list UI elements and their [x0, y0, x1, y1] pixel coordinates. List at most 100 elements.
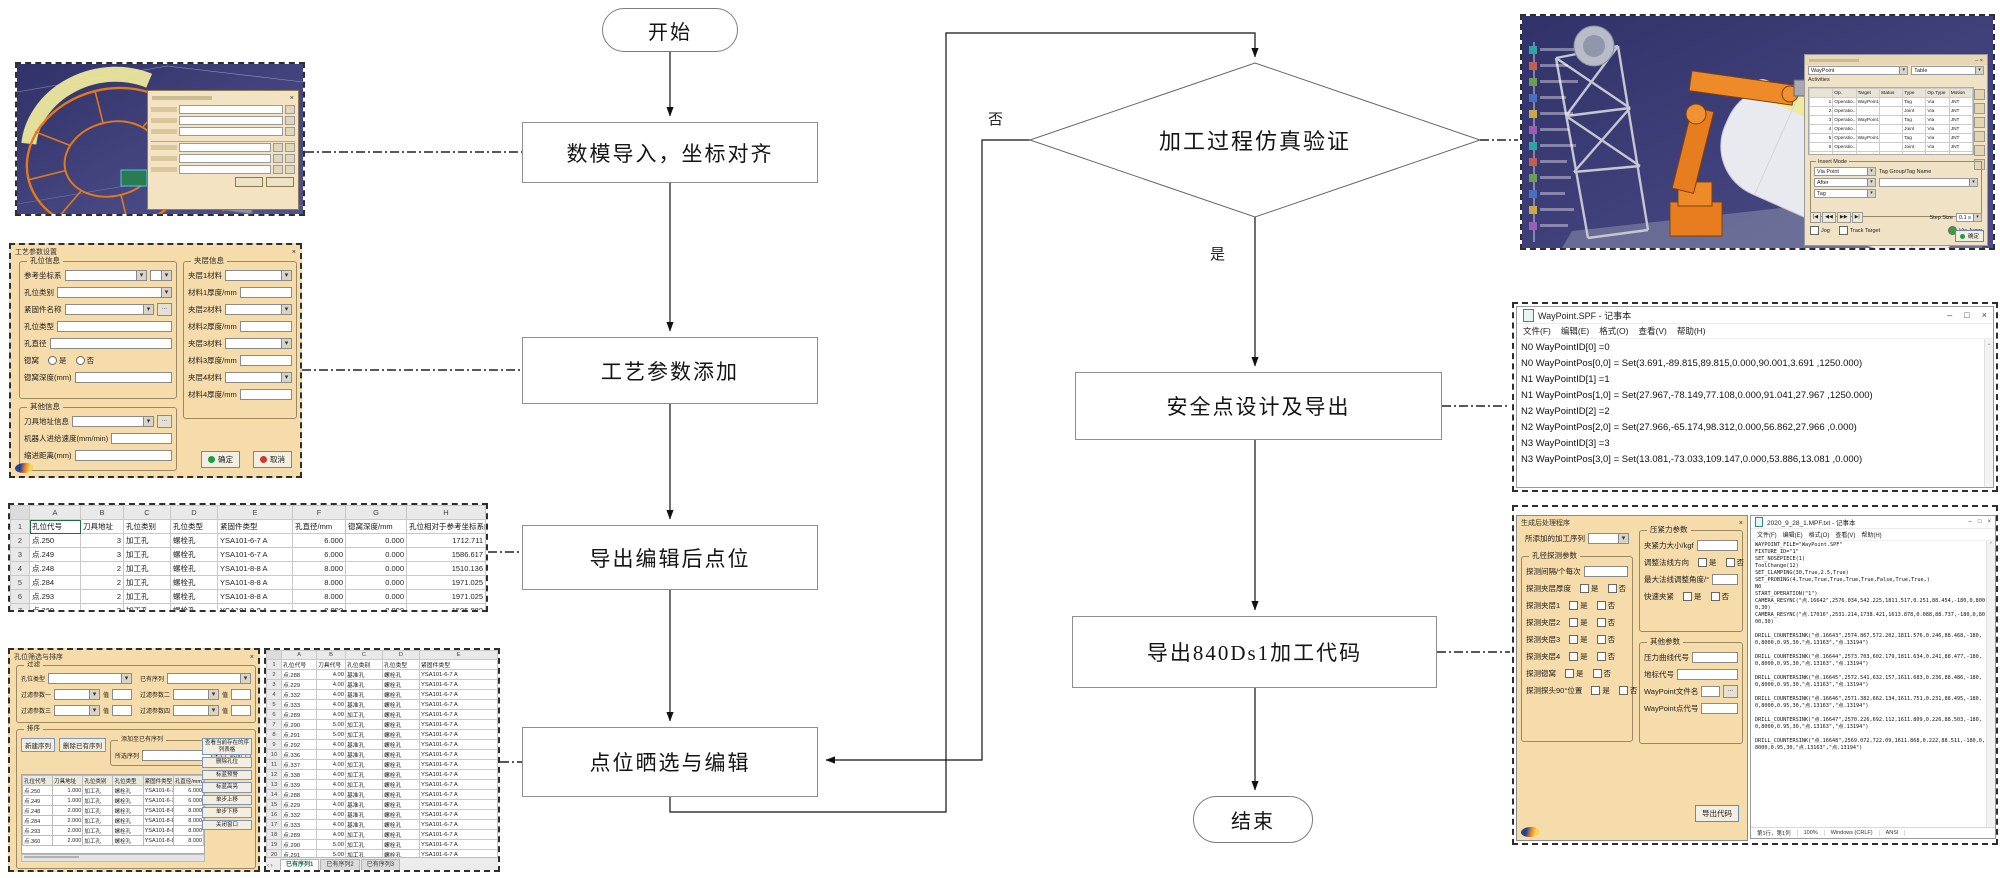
cell[interactable]: 螺栓孔	[170, 589, 218, 604]
cell[interactable]: Tag	[1902, 97, 1927, 107]
cell[interactable]: 2	[80, 589, 124, 604]
cell[interactable]: 基准孔	[345, 749, 383, 760]
cell[interactable]: YSA101-6-7 A	[419, 819, 498, 830]
cell[interactable]: 4.00	[316, 789, 346, 800]
input[interactable]	[1583, 566, 1628, 577]
delete-sequence-button[interactable]: 删除已有序列	[59, 738, 106, 752]
cell[interactable]: Operatio...	[1832, 151, 1857, 154]
cell[interactable]: 螺栓孔	[382, 829, 420, 840]
cell[interactable]	[1878, 124, 1904, 134]
flow-end-node[interactable]: 结束	[1193, 796, 1313, 843]
cell[interactable]: Joint	[1902, 142, 1927, 152]
cell[interactable]: 4.00	[316, 749, 346, 760]
cad-input[interactable]	[179, 143, 271, 152]
cell[interactable]: YSA101-8-8 A	[217, 575, 293, 590]
dropdown[interactable]: ▾	[150, 270, 172, 281]
cell[interactable]: 点.249	[22, 795, 54, 806]
cell[interactable]	[1878, 106, 1904, 116]
spinner-icon[interactable]	[273, 165, 283, 174]
cell[interactable]: 1510.136	[406, 561, 486, 576]
sheet-tab[interactable]: 已有序列1	[280, 859, 320, 870]
input[interactable]	[57, 321, 172, 332]
dropdown[interactable]: ▾	[54, 688, 100, 700]
cell[interactable]: Operatio...	[1832, 97, 1857, 107]
cell[interactable]: JNT	[1948, 142, 1973, 152]
tool-icon[interactable]	[1974, 131, 1985, 142]
cell[interactable]: 点.248	[29, 561, 81, 576]
flow-step-safety-points[interactable]: 安全点设计及导出	[1075, 372, 1442, 440]
cell[interactable]: 4.00	[316, 769, 346, 780]
cell[interactable]: 加工孔	[345, 759, 383, 770]
cell[interactable]: 1971.025	[406, 575, 486, 590]
cell[interactable]: 加工孔	[123, 533, 171, 548]
dropdown[interactable]: ▾	[173, 704, 219, 716]
close-icon[interactable]: ×	[1979, 57, 1983, 64]
cell[interactable]: YSA101-8-8 A	[142, 835, 174, 846]
cell[interactable]: 加工孔	[82, 815, 114, 826]
waypoint-combo[interactable]: WayPoint▾	[1808, 66, 1909, 75]
cell[interactable]: YSA101-6-7 A	[419, 789, 498, 800]
button[interactable]: 查看当前存在的序列表格	[202, 738, 252, 755]
cell[interactable]: 点.333	[281, 819, 317, 830]
cell[interactable]: Tag	[1902, 115, 1927, 125]
button[interactable]: ▶|	[1851, 212, 1863, 223]
spinner-icon[interactable]	[285, 165, 295, 174]
cell[interactable]: 点.292	[281, 739, 317, 750]
option-yes[interactable]: 是	[1565, 668, 1584, 679]
via-point-dropdown[interactable]: Via Point▾	[1814, 167, 1876, 176]
cell[interactable]: Via	[1925, 124, 1950, 134]
cell[interactable]: YSA101-8-8 A	[217, 561, 293, 576]
cell[interactable]: 螺栓孔	[382, 759, 420, 770]
cell[interactable]: 螺栓孔	[382, 739, 420, 750]
cell[interactable]: 加工孔	[345, 769, 383, 780]
cell[interactable]: 8.000	[172, 835, 204, 846]
spinner-icon[interactable]	[285, 116, 295, 125]
tool-icon[interactable]	[1974, 145, 1985, 156]
option-yes[interactable]: 是	[1569, 651, 1588, 662]
option-no[interactable]: 否	[1596, 651, 1615, 662]
cell[interactable]: 基准孔	[345, 679, 383, 690]
menu-item[interactable]: 文件(F)	[1757, 533, 1777, 539]
ok-button[interactable]: 确定	[1954, 230, 1984, 242]
cell[interactable]: 8.000	[292, 561, 346, 576]
cell[interactable]: YSA101-6-7 A	[419, 669, 498, 680]
cell[interactable]: 点.333	[281, 699, 317, 710]
cell[interactable]: 螺栓孔	[382, 799, 420, 810]
cell[interactable]: 1505.988	[406, 603, 486, 610]
cell[interactable]: 4.00	[316, 809, 346, 820]
cell[interactable]: Via	[1925, 115, 1950, 125]
code-text-area[interactable]: ⌃ WAYPOINT_FILE="WayPoint.SPF"FIXTURE_ID…	[1751, 541, 1995, 827]
cell[interactable]: Operatio...	[1832, 133, 1857, 143]
cell[interactable]: 点.250	[22, 785, 54, 796]
flow-step-export-points[interactable]: 导出编辑后点位	[522, 525, 818, 590]
cell[interactable]: 螺栓孔	[382, 819, 420, 830]
cell[interactable]: 0.000	[345, 561, 407, 576]
cell[interactable]: 加工孔	[345, 709, 383, 720]
option-yes[interactable]: 是	[1591, 685, 1610, 696]
dropdown[interactable]: ▾	[57, 287, 172, 298]
cell[interactable]: 0.000	[345, 547, 407, 562]
cell[interactable]: 点.250	[29, 533, 81, 548]
cell[interactable]: 加工孔	[345, 829, 383, 840]
button[interactable]: ◀◀	[1822, 212, 1836, 223]
cell[interactable]: YSA101-6-7 A	[419, 689, 498, 700]
dropdown[interactable]: ▾	[225, 338, 292, 349]
cell[interactable]: 点.338	[281, 769, 317, 780]
cell[interactable]: 加工孔	[345, 719, 383, 730]
close-icon[interactable]: ×	[1981, 310, 1987, 320]
cell[interactable]: 加工孔	[123, 589, 171, 604]
cell[interactable]: 5.00	[316, 729, 346, 740]
input[interactable]	[231, 688, 251, 700]
cell[interactable]: YSA101-8-8 A	[217, 589, 293, 604]
flow-step-filter-edit[interactable]: 点位晒选与编辑	[522, 727, 818, 797]
cad-input[interactable]	[179, 154, 271, 163]
cell[interactable]: Operatio...	[1832, 124, 1857, 134]
cell[interactable]: YSA101-6-7 A	[142, 785, 174, 796]
cell[interactable]: 4.00	[316, 759, 346, 770]
menu-item[interactable]: 编辑(E)	[1782, 533, 1803, 539]
cell[interactable]: 4.00	[316, 799, 346, 810]
spinner-icon[interactable]	[285, 154, 295, 163]
cell[interactable]: 6.000	[292, 547, 346, 562]
cell[interactable]: 螺栓孔	[112, 805, 144, 816]
cell[interactable]: 6.000	[172, 785, 204, 796]
